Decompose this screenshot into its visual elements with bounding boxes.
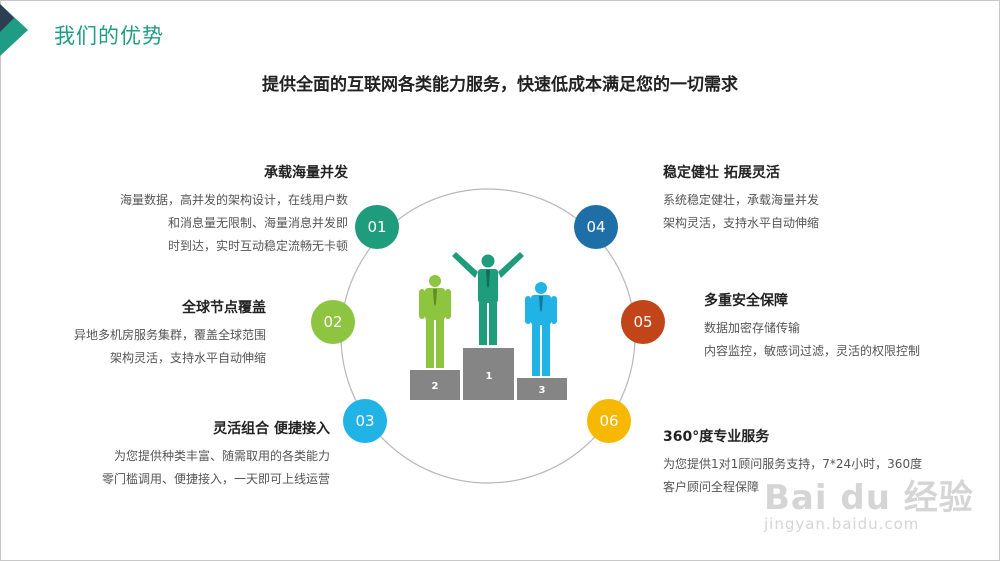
watermark-url: jingyan.baidu.com [764,515,920,533]
feature-line: 异地多机房服务集群，覆盖全球范围 [73,328,266,342]
podium-block-third [517,378,567,400]
badge-06: 06 [587,399,631,443]
feature-04: 稳定健壮 拓展灵活 系统稳定健壮，承载海量并发 架构灵活，支持水平自动伸缩 [663,162,819,235]
podium-label-first: 1 [486,371,493,382]
podium-illustration: 2 1 3 [410,252,567,400]
feature-line: 和消息量无限制、海量消息并发即 [167,216,348,230]
badge-02: 02 [311,300,355,344]
feature-title: 稳定健壮 拓展灵活 [663,165,780,181]
feature-title: 多重安全保障 [704,293,788,309]
feature-02: 全球节点覆盖 异地多机房服务集群，覆盖全球范围 架构灵活，支持水平自动伸缩 [74,297,266,370]
feature-line: 架构灵活，支持水平自动伸缩 [663,216,820,230]
badge-03: 03 [343,399,387,443]
badge-05: 05 [621,300,665,344]
feature-line: 时到达，实时互动稳定流畅无卡顿 [167,239,348,253]
feature-line: 客户顾问全程保障 [663,480,760,494]
page-title: 我们的优势 [54,24,164,48]
feature-title: 360°度专业服务 [663,429,770,445]
feature-line: 内容监控，敏感词过滤，灵活的权限控制 [704,344,921,358]
feature-line: 为您提供种类丰富、随需取用的各类能力 [113,449,330,463]
feature-line: 为您提供1对1顾问服务支持，7*24小时，360度 [663,457,923,471]
feature-line: 数据加密存储传输 [704,321,801,335]
watermark-brand: Bai du 经验 [764,478,974,518]
feature-title: 承载海量并发 [264,165,348,181]
feature-06: 360°度专业服务 为您提供1对1顾问服务支持，7*24小时，360度 客户顾问… [663,426,922,499]
podium-block-first [463,348,514,400]
badge-01: 01 [355,205,399,249]
feature-title: 全球节点覆盖 [182,300,266,316]
feature-05: 多重安全保障 数据加密存储传输 内容监控，敏感词过滤，灵活的权限控制 [704,290,920,363]
baidu-watermark: Bai du 经验 jingyan.baidu.com [764,470,974,533]
page-subtitle: 提供全面的互联网各类能力服务，快速低成本满足您的一切需求 [262,75,738,95]
person-third-icon [525,282,557,376]
feature-line: 系统稳定健壮，承载海量并发 [663,193,820,207]
feature-title: 灵活组合 便捷接入 [213,421,330,437]
podium-label-second: 2 [432,381,439,392]
feature-line: 零门槛调用、便捷接入，一天即可上线运营 [101,472,330,486]
podium-block-second [410,370,460,400]
feature-line: 海量数据，高并发的架构设计，在线用户数 [119,193,348,207]
feature-01: 承载海量并发 海量数据，高并发的架构设计，在线用户数 和消息量无限制、海量消息并… [120,162,348,258]
podium-label-third: 3 [539,385,546,396]
feature-line: 架构灵活，支持水平自动伸缩 [109,351,266,365]
feature-03: 灵活组合 便捷接入 为您提供种类丰富、随需取用的各类能力 零门槛调用、便捷接入，… [102,418,330,491]
corner-logo [0,4,28,56]
badge-04: 04 [574,205,618,249]
person-second-icon [419,275,451,368]
person-first-icon [452,252,524,345]
